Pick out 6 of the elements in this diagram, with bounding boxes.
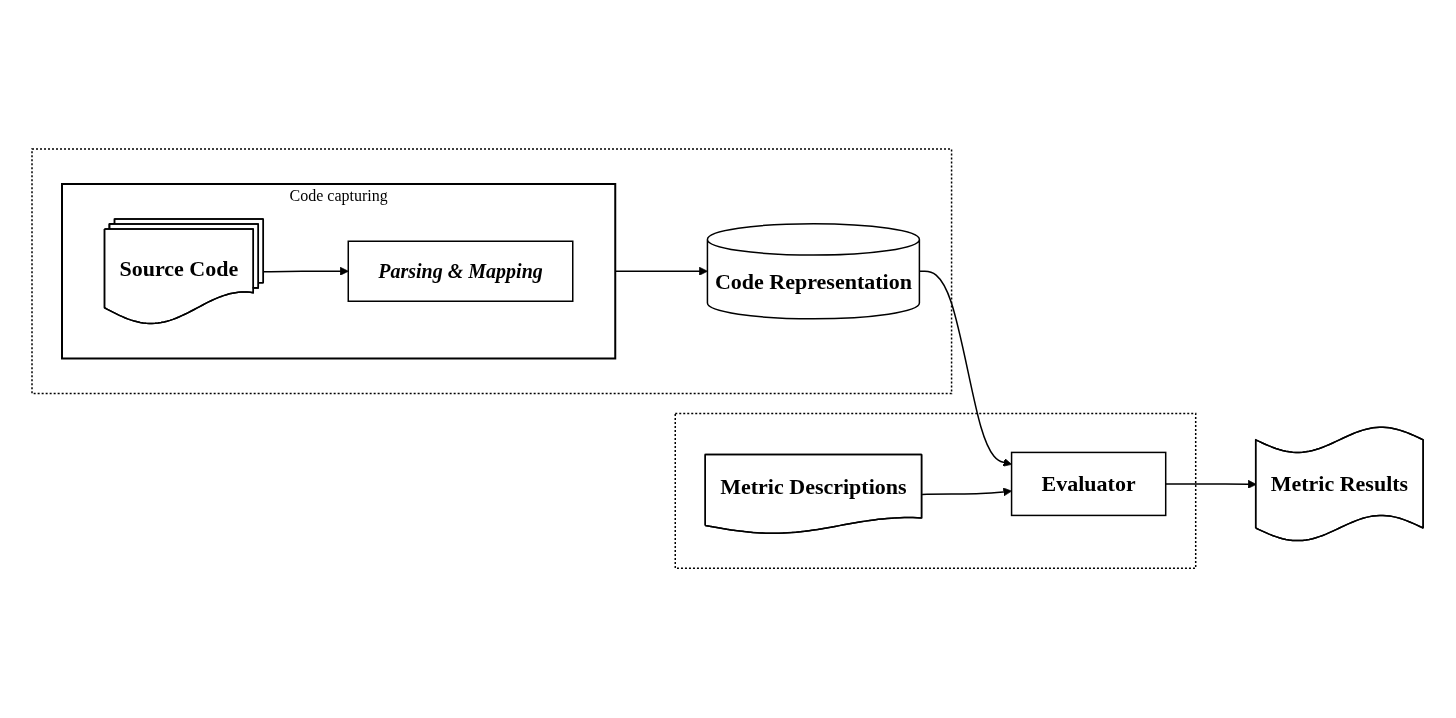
node-box: Parsing & Mapping bbox=[347, 240, 574, 303]
arrow bbox=[919, 270, 1013, 467]
node-box: Evaluator bbox=[1011, 452, 1167, 517]
arrow bbox=[921, 487, 1013, 497]
cluster bbox=[674, 413, 1197, 570]
cluster bbox=[31, 148, 953, 395]
